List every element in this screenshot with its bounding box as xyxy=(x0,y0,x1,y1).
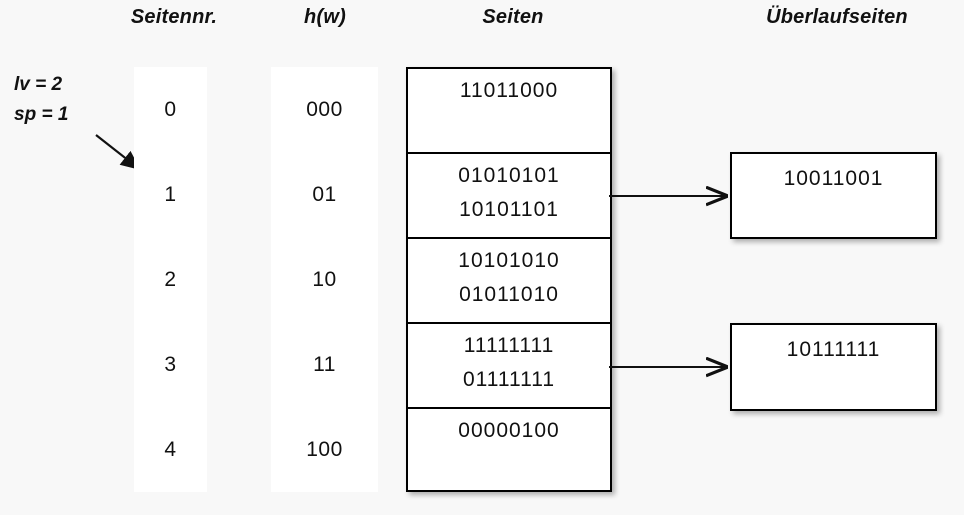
column-header-hw: h(w) xyxy=(304,6,346,28)
parameter-lv: lv = 2 xyxy=(14,74,63,95)
seitennr-cell: 2 xyxy=(164,267,177,291)
hw-cell: 100 xyxy=(306,437,343,461)
page-record: 01010101 xyxy=(458,164,560,187)
overflow-link-arrow-icon xyxy=(609,185,734,207)
overflow-page: 10111111 xyxy=(730,323,937,411)
pages-table: 11011000 01010101 10101101 10101010 0101… xyxy=(406,67,612,492)
page-record: 01111111 xyxy=(462,368,556,391)
seitennr-cell: 1 xyxy=(164,182,177,206)
hw-cell: 10 xyxy=(312,267,337,291)
page-record: 11011000 xyxy=(459,79,559,102)
overflow-record: 10111111 xyxy=(786,338,881,361)
parameter-sp: sp = 1 xyxy=(14,104,69,125)
page-record: 10101010 xyxy=(458,249,560,272)
parameter-annotation: lv = 2 sp = 1 xyxy=(14,70,68,130)
column-hw: 000 01 10 11 100 xyxy=(271,67,378,492)
page-cell: 01010101 10101101 xyxy=(408,154,610,239)
seitennr-cell: 4 xyxy=(164,437,177,461)
page-record: 10101101 xyxy=(459,198,559,221)
page-record: 00000100 xyxy=(458,419,560,442)
hw-cell: 000 xyxy=(306,97,343,121)
column-seitennr: 0 1 2 3 4 xyxy=(134,67,207,492)
hw-cell: 11 xyxy=(313,352,336,376)
overflow-link-arrow-icon xyxy=(609,356,734,378)
seitennr-cell: 0 xyxy=(164,97,177,121)
page-cell: 00000100 xyxy=(408,409,610,494)
column-header-seitennr: Seitennr. xyxy=(130,6,218,28)
column-header-seiten: Seiten xyxy=(482,6,544,28)
page-cell: 10101010 01011010 xyxy=(408,239,610,324)
page-record: 01011010 xyxy=(459,283,559,306)
page-cell: 11111111 01111111 xyxy=(408,324,610,409)
hw-cell: 01 xyxy=(312,182,337,206)
page-cell: 11011000 xyxy=(408,69,610,154)
page-record: 11111111 xyxy=(463,334,555,357)
seitennr-cell: 3 xyxy=(164,352,177,376)
column-header-ueberlaufseiten: Überlaufseiten xyxy=(766,6,908,28)
overflow-record: 10011001 xyxy=(783,167,884,190)
overflow-page: 10011001 xyxy=(730,152,937,239)
